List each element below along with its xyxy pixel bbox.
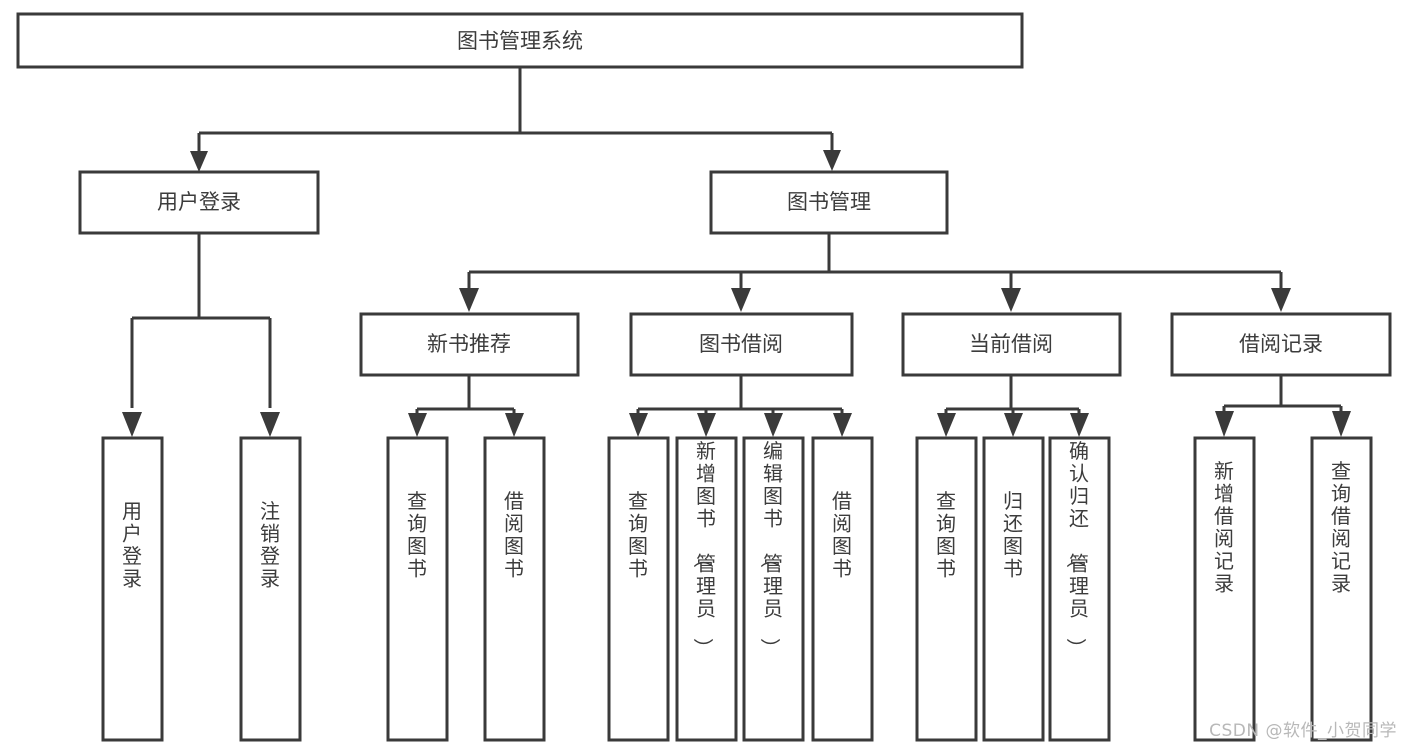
edges-layer: [122, 67, 1351, 437]
node-book-management-label: 图书管理: [787, 190, 871, 214]
node-current-borrow-box[interactable]: [901, 312, 1122, 377]
node-book-borrow-label: 图书借阅: [699, 332, 783, 356]
node-leaf-add-book-label: 新增图书（管理员）: [691, 439, 716, 658]
arrowhead-to-logout-leaf: [260, 412, 280, 437]
node-leaf-edit-book-label: 编辑图书（管理员）: [758, 439, 783, 658]
node-leaf-query-book-c[interactable]: 查询图书: [915, 436, 978, 742]
node-leaf-add-record[interactable]: 新增借阅记录: [1193, 436, 1256, 742]
node-leaf-confirm-return[interactable]: 确认归还（管理员）: [1048, 436, 1111, 742]
arrowhead-to-user-login: [190, 151, 208, 172]
node-root-box[interactable]: [16, 12, 1024, 69]
node-user-login-box[interactable]: [78, 170, 320, 235]
node-leaf-query-record-box[interactable]: [1310, 436, 1373, 742]
node-leaf-query-book-b-label: 查询图书: [628, 489, 648, 581]
node-book-management[interactable]: 图书管理: [709, 170, 949, 235]
node-leaf-borrow-book-a-box[interactable]: [483, 436, 546, 742]
arrowhead-to-query-record: [1332, 411, 1351, 437]
node-root-label: 图书管理系统: [457, 29, 583, 53]
node-user-login-label: 用户登录: [157, 190, 241, 214]
arrowhead-to-add-book: [697, 413, 716, 437]
edge-current-borrow-trunk: [944, 375, 1081, 414]
node-leaf-add-book[interactable]: 新增图书（管理员）: [675, 436, 738, 742]
edge-borrow-record-trunk: [1222, 375, 1343, 412]
arrowhead-to-return-book: [1004, 413, 1023, 437]
node-leaf-logout-label: 注销登录: [260, 499, 280, 591]
node-leaf-borrow-book-b-box[interactable]: [811, 436, 874, 742]
arrowhead-to-query-book-c: [937, 413, 956, 437]
node-leaf-query-book-a-label: 查询图书: [407, 489, 427, 581]
node-borrow-record-box[interactable]: [1170, 312, 1392, 377]
node-user-login[interactable]: 用户登录: [78, 170, 320, 235]
node-leaf-user-login[interactable]: 用户登录: [101, 436, 164, 742]
node-leaf-borrow-book-b[interactable]: 借阅图书: [811, 436, 874, 742]
node-book-borrow-box[interactable]: [629, 312, 854, 377]
node-book-management-box[interactable]: [709, 170, 949, 235]
edge-book-borrow-trunk: [636, 375, 844, 414]
arrowhead-to-add-record: [1215, 411, 1234, 437]
node-leaf-borrow-book-a[interactable]: 借阅图书: [483, 436, 546, 742]
node-leaf-return-book-label: 归还图书: [1003, 489, 1023, 581]
node-leaf-return-book-box[interactable]: [982, 436, 1045, 742]
node-leaf-user-login-box[interactable]: [101, 436, 164, 742]
edge-book-mgmt-trunk: [467, 233, 1283, 288]
node-leaf-add-record-label: 新增借阅记录: [1214, 459, 1234, 596]
arrowhead-to-confirm-return: [1070, 413, 1089, 437]
node-leaf-logout-box[interactable]: [239, 436, 302, 742]
node-leaf-user-login-label: 用户登录: [122, 499, 142, 591]
node-leaf-borrow-book-a-label: 借阅图书: [504, 489, 524, 581]
node-borrow-record-label: 借阅记录: [1239, 332, 1323, 356]
arrowhead-to-user-login-leaf: [122, 412, 142, 437]
arrowhead-to-book-borrow: [731, 288, 751, 312]
node-leaf-query-book-b-box[interactable]: [607, 436, 670, 742]
node-new-book-recommend[interactable]: 新书推荐: [359, 312, 580, 377]
node-leaf-query-book-a[interactable]: 查询图书: [386, 436, 449, 742]
node-leaf-query-book-c-label: 查询图书: [936, 489, 956, 581]
node-leaf-add-book-box[interactable]: [675, 436, 738, 742]
node-leaf-edit-book[interactable]: 编辑图书（管理员）: [742, 436, 805, 742]
node-current-borrow[interactable]: 当前借阅: [901, 312, 1122, 377]
node-leaf-query-book-c-box[interactable]: [915, 436, 978, 742]
node-book-borrow[interactable]: 图书借阅: [629, 312, 854, 377]
edge-root-trunk: [197, 67, 834, 157]
node-leaf-edit-book-box[interactable]: [742, 436, 805, 742]
arrowhead-to-borrow-book-b: [833, 413, 852, 437]
node-borrow-record[interactable]: 借阅记录: [1170, 312, 1392, 377]
node-new-book-recommend-label: 新书推荐: [427, 332, 511, 356]
node-leaf-query-record-label: 查询借阅记录: [1331, 459, 1351, 596]
node-leaf-confirm-return-label: 确认归还（管理员）: [1064, 439, 1089, 658]
node-leaf-query-book-a-box[interactable]: [386, 436, 449, 742]
node-leaf-return-book[interactable]: 归还图书: [982, 436, 1045, 742]
arrowhead-to-query-book-a: [408, 413, 427, 437]
arrowhead-to-current-borrow: [1001, 288, 1021, 312]
node-new-book-recommend-box[interactable]: [359, 312, 580, 377]
arrowhead-to-book-mgmt: [823, 150, 841, 171]
node-leaf-add-record-box[interactable]: [1193, 436, 1256, 742]
arrowhead-to-new-book-rec: [459, 288, 479, 312]
arrowhead-to-borrow-book-a: [505, 413, 524, 437]
csdn-watermark: CSDN @软件_小贺同学: [1209, 721, 1397, 741]
edge-user-login-trunk: [130, 233, 272, 408]
arrowhead-to-borrow-record: [1271, 288, 1291, 312]
node-leaf-logout[interactable]: 注销登录: [239, 436, 302, 742]
edge-new-book-rec-trunk: [415, 375, 516, 414]
arrowhead-to-query-book-b: [629, 413, 648, 437]
node-leaf-borrow-book-b-label: 借阅图书: [832, 489, 852, 581]
node-leaf-confirm-return-box[interactable]: [1048, 436, 1111, 742]
node-root-system[interactable]: 图书管理系统: [16, 12, 1024, 69]
arrowhead-to-edit-book: [764, 413, 783, 437]
node-leaf-query-book-b[interactable]: 查询图书: [607, 436, 670, 742]
node-leaf-query-record[interactable]: 查询借阅记录: [1310, 436, 1373, 742]
node-current-borrow-label: 当前借阅: [969, 332, 1053, 356]
